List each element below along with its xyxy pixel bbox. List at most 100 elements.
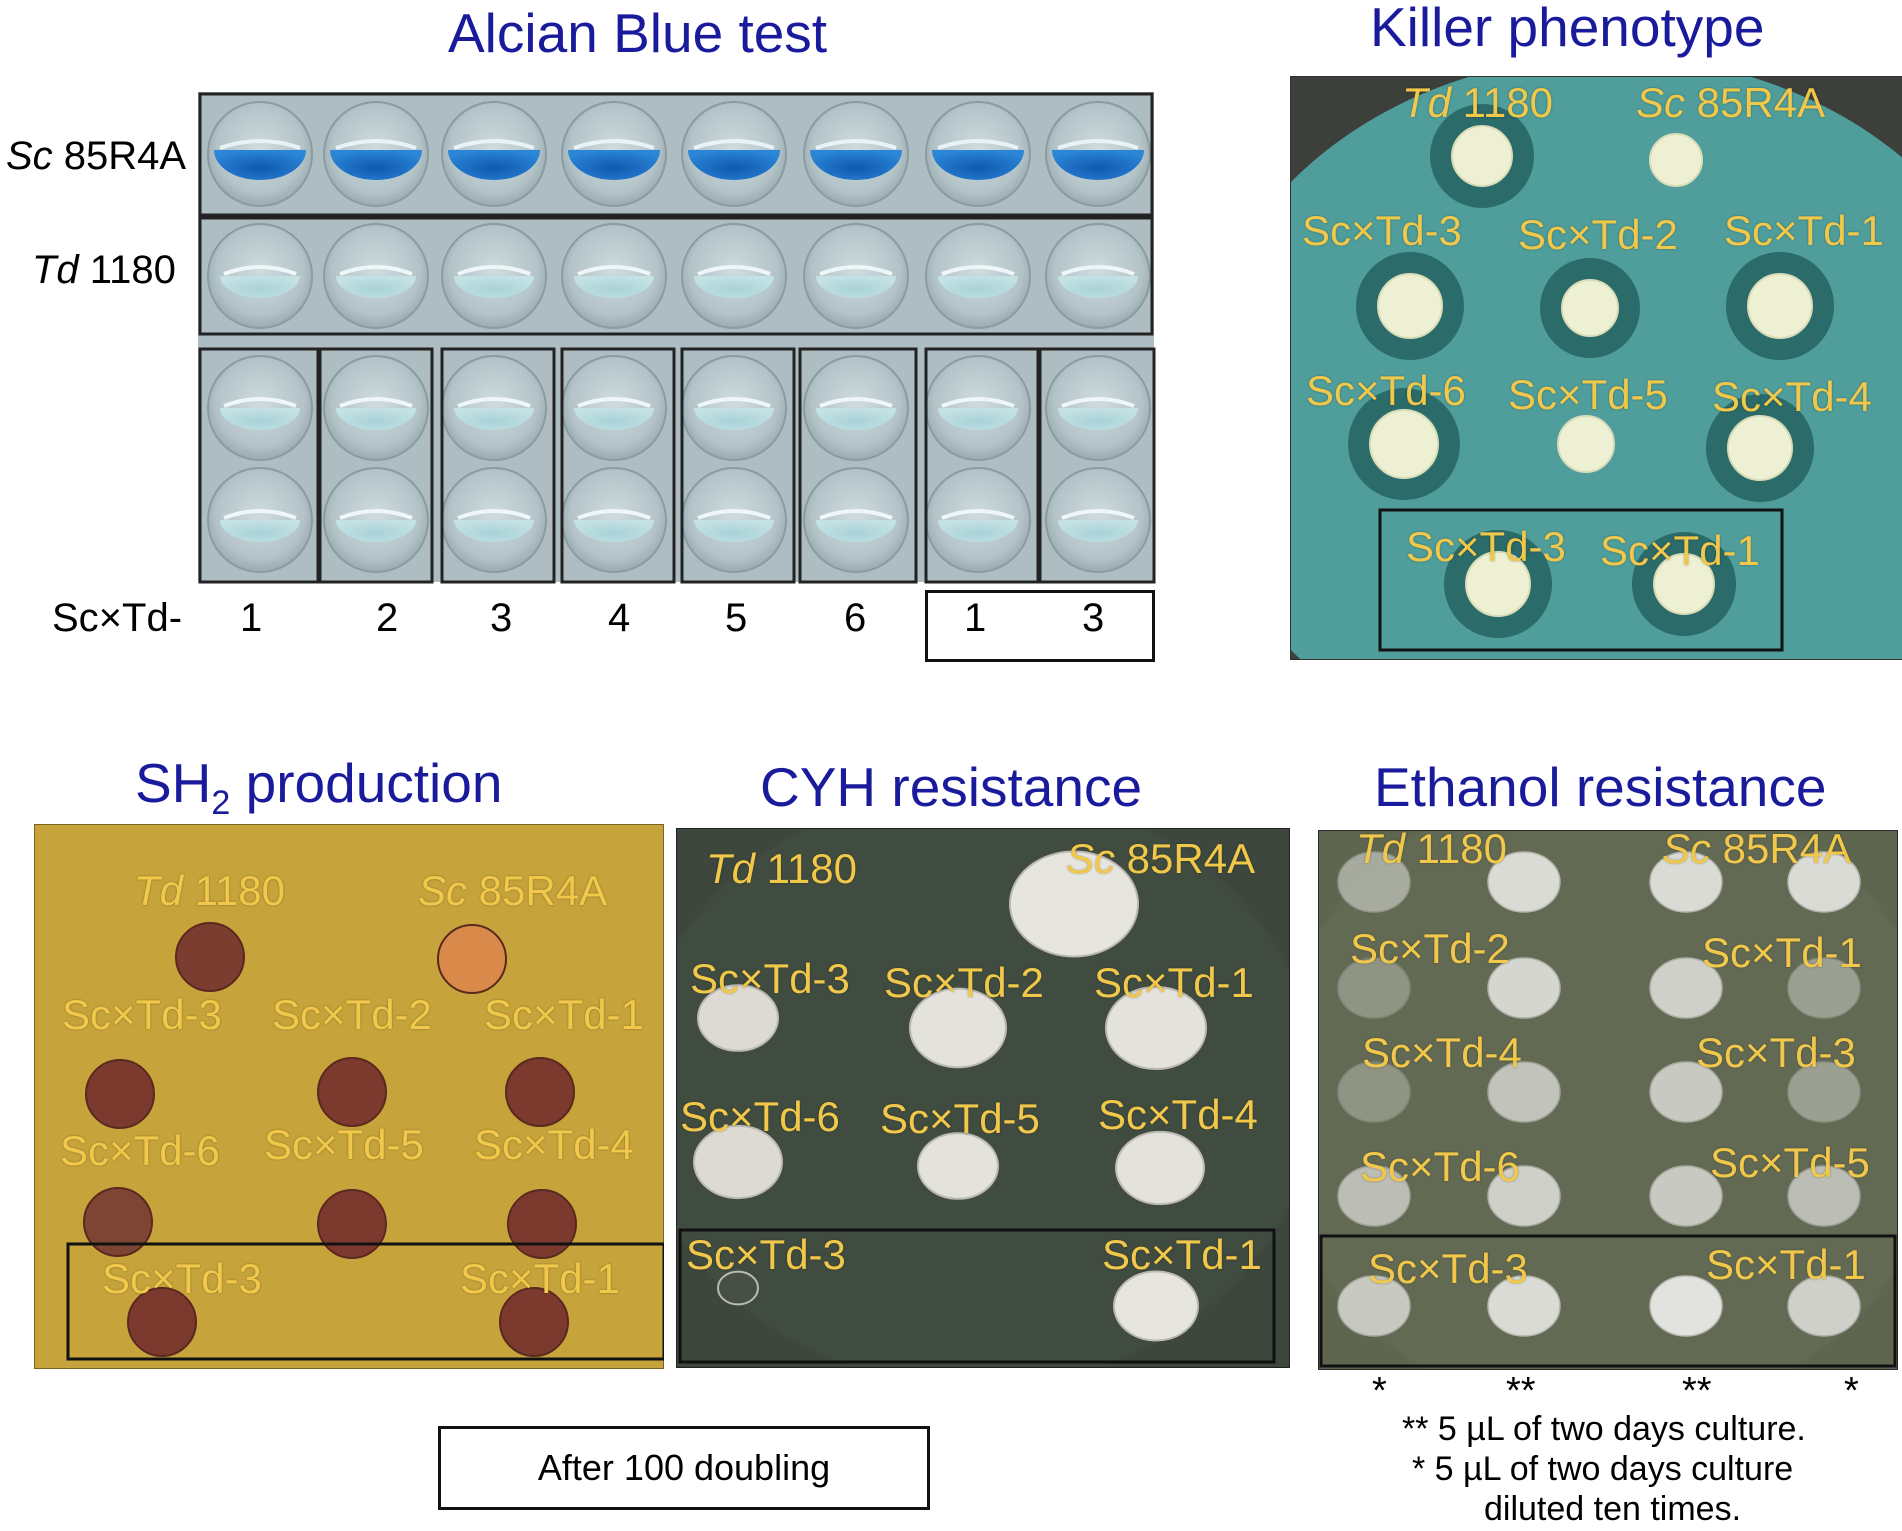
ethanol-label: Sc×Td-3: [1368, 1245, 1528, 1292]
ethanol-colony: [1787, 1275, 1861, 1337]
sh2-label: Sc×Td-3: [102, 1255, 262, 1302]
killer-label: Sc×Td-5: [1508, 371, 1668, 418]
alcian-well: [441, 101, 547, 207]
cyh-colony: [717, 1270, 759, 1306]
cyh-label: Sc×Td-3: [686, 1231, 846, 1278]
sh2-colony: [499, 1287, 569, 1357]
sh2-plate: [34, 824, 664, 1369]
sh2-colony: [175, 922, 245, 992]
ethanol-colony: [1787, 1061, 1861, 1123]
ethanol-label-sc: Sc 85R4A: [1662, 825, 1852, 872]
ethanol-colony: [1487, 1165, 1561, 1227]
alcian-well-highlight: [815, 139, 897, 150]
cyh-label: Sc×Td-6: [680, 1093, 840, 1140]
alcian-pale-stain: [574, 276, 654, 298]
cyh-label-sc: Sc 85R4A: [1066, 835, 1256, 882]
ethanol-colony: [1487, 1061, 1561, 1123]
ethanol-colony: [1649, 1275, 1723, 1337]
alcian-well-highlight: [339, 265, 413, 276]
alcian-blue-stain: [214, 150, 306, 180]
alcian-well-highlight: [339, 509, 413, 520]
alcian-pale-stain: [220, 520, 300, 542]
alcian-sc-rest: 85R4A: [52, 134, 187, 178]
alcian-col-label: 3: [1082, 596, 1105, 640]
cyh-colony: [1113, 1270, 1199, 1342]
alcian-pale-stain: [1058, 520, 1138, 542]
ethanol-label: Sc×Td-2: [1350, 925, 1510, 972]
alcian-well: [925, 223, 1031, 329]
alcian-well: [681, 355, 787, 461]
alcian-col-label: 5: [725, 596, 748, 640]
killer-label: Sc×Td-1: [1724, 207, 1884, 254]
cyh-colony: [1009, 850, 1139, 958]
asterisk: **: [1506, 1370, 1536, 1412]
alcian-well-highlight: [223, 265, 297, 276]
alcian-blue-stain: [568, 150, 660, 180]
killer-colony: [1377, 273, 1443, 339]
alcian-well: [441, 223, 547, 329]
sh2-subscript: 2: [211, 784, 231, 822]
ethanol-colony: [1649, 851, 1723, 913]
alcian-well-highlight: [219, 139, 301, 150]
alcian-well: [207, 223, 313, 329]
ethanol-plate: [1318, 830, 1898, 1370]
killer-colony: [1557, 415, 1615, 473]
alcian-pale-stain: [336, 520, 416, 542]
ethanol-label: Sc×Td-3: [1696, 1029, 1856, 1076]
cyh-label: Sc×Td-2: [884, 959, 1044, 1006]
alcian-pale-stain: [694, 276, 774, 298]
alcian-td-rest: 1180: [78, 248, 176, 292]
sh2-label: Sc×Td-1: [484, 991, 644, 1038]
alcian-well-highlight: [339, 397, 413, 408]
alcian-well: [925, 467, 1031, 573]
sh2-colony: [127, 1287, 197, 1357]
sh2-label: Sc×Td-6: [60, 1127, 220, 1174]
alcian-well-highlight: [335, 139, 417, 150]
alcian-well: [925, 355, 1031, 461]
alcian-well-highlight: [223, 509, 297, 520]
cyh-colony: [693, 1124, 783, 1200]
ethanol-note-1: ** 5 µL of two days culture.: [1402, 1410, 1806, 1448]
ethanol-colony: [1337, 1061, 1411, 1123]
killer-colony: [1727, 415, 1793, 481]
ethanol-note-3: diluted ten times.: [1484, 1490, 1742, 1528]
cyh-label: Sc×Td-4: [1098, 1091, 1258, 1138]
alcian-well-highlight: [941, 397, 1015, 408]
alcian-well: [681, 467, 787, 573]
killer-phenotype-title: Killer phenotype: [1370, 0, 1765, 58]
ethanol-colony: [1487, 957, 1561, 1019]
ethanol-label: Sc×Td-5: [1710, 1139, 1870, 1186]
alcian-well-highlight: [693, 139, 775, 150]
killer-colony: [1451, 125, 1513, 187]
ethanol-label: Sc×Td-6: [1360, 1143, 1520, 1190]
ethanol-label-td: Td 1180: [1356, 825, 1508, 872]
ethanol-colony: [1787, 1165, 1861, 1227]
after-100-doubling-box: After 100 doubling: [438, 1426, 930, 1510]
alcian-well: [441, 467, 547, 573]
alcian-td-italic: Td: [32, 248, 79, 292]
alcian-pale-stain: [574, 408, 654, 430]
killer-label: Sc×Td-3: [1302, 207, 1462, 254]
alcian-pale-stain: [454, 276, 534, 298]
alcian-pale-stain: [1058, 276, 1138, 298]
alcian-well-highlight: [697, 397, 771, 408]
alcian-well-highlight: [457, 509, 531, 520]
alcian-well: [1045, 101, 1151, 207]
alcian-well-highlight: [941, 265, 1015, 276]
cyh-colony: [909, 987, 1007, 1069]
alcian-pale-stain: [938, 520, 1018, 542]
alcian-well: [207, 355, 313, 461]
alcian-well-highlight: [697, 265, 771, 276]
alcian-col-label: 3: [490, 596, 513, 640]
alcian-well: [1045, 355, 1151, 461]
ethanol-colony: [1649, 1165, 1723, 1227]
sh2-prefix: SH: [135, 752, 212, 814]
alcian-blue-stain: [448, 150, 540, 180]
alcian-well-highlight: [573, 139, 655, 150]
alcian-pale-stain: [574, 520, 654, 542]
alcian-boxed-columns: [925, 590, 1155, 662]
alcian-well-highlight: [577, 509, 651, 520]
cyh-label: Sc×Td-3: [690, 955, 850, 1002]
alcian-col-label: 6: [844, 596, 867, 640]
sh2-label: Sc×Td-5: [264, 1121, 424, 1168]
